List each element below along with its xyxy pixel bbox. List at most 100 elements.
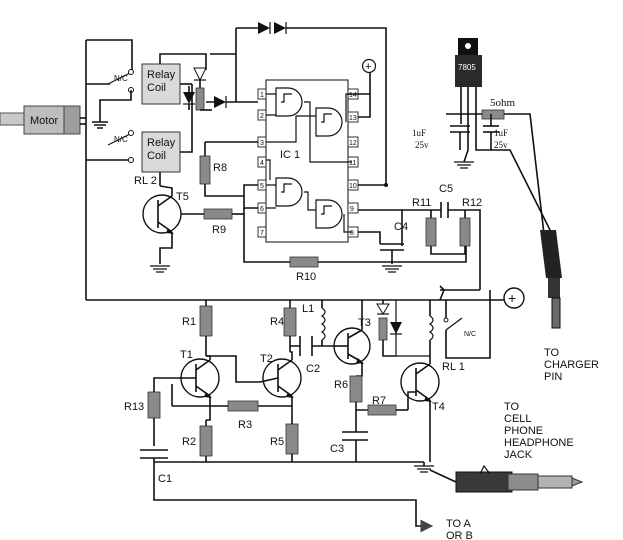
ic-pin-7: 7 (260, 230, 264, 237)
r9-label: R9 (212, 224, 226, 236)
relay-coil-2-text: Relay (147, 137, 176, 149)
phone-1: TO (504, 401, 520, 413)
relay-coil-1-text-line: Coil (147, 82, 166, 94)
ic-pins-right: 14 13 12 11 10 9 8 (347, 88, 359, 238)
c5: C5 (439, 183, 453, 218)
relay-coil-1: Relay Coil (141, 63, 181, 105)
ic-pin-14: 14 (349, 92, 357, 99)
r11: R11 (412, 197, 437, 247)
l1-label: L1 (302, 303, 314, 315)
nc-label-1: N/C (114, 74, 128, 83)
charger-plug: TO CHARGER PIN (540, 230, 599, 383)
phone-2: CELL (504, 413, 532, 425)
led-t3 (376, 300, 396, 357)
r4: R4 (270, 307, 297, 337)
r3-label: R3 (238, 419, 252, 431)
r10-label: R10 (296, 271, 316, 283)
motor: Motor (0, 105, 81, 135)
r2-label: R2 (182, 436, 196, 448)
ic1: IC 1 1 2 3 4 5 6 7 14 1 3 (257, 79, 359, 243)
ic-pin-12: 12 (349, 140, 357, 147)
relay-coil-2: Relay Coil (141, 131, 181, 173)
ic-pins-left: 1 2 3 4 5 6 7 (257, 88, 267, 238)
c3-label: C3 (330, 443, 344, 455)
nc-label-2: N/C (114, 135, 128, 144)
ic-pin-8: 8 (350, 230, 354, 237)
r13: R13 (124, 391, 161, 419)
t1-label: T1 (180, 349, 193, 361)
plus-mid-label: + (508, 290, 516, 306)
t5-transistor: T5 (142, 191, 189, 234)
t2-label: T2 (260, 353, 273, 365)
l1: L1 (302, 303, 326, 341)
relay-coil-2-text-line: Coil (147, 150, 166, 162)
c3: C3 (330, 431, 368, 455)
r7-label: R7 (372, 395, 386, 407)
ic-pin-4: 4 (260, 160, 264, 167)
c1-label: C1 (158, 473, 172, 485)
cap-right-2: 25v (494, 140, 508, 150)
r6: R6 (334, 375, 363, 403)
out-2: OR B (446, 530, 473, 540)
relay-contacts: N/C N/C (80, 39, 134, 300)
c4-label: C4 (394, 221, 408, 233)
phone-4: HEADPHONE (504, 437, 574, 449)
r2: R2 (182, 425, 213, 457)
r12: R12 (459, 197, 482, 247)
led-relay (193, 67, 212, 111)
ic-pin-1: 1 (260, 92, 264, 99)
ic-pin-6: 6 (260, 206, 264, 213)
t3-label: T3 (358, 317, 371, 329)
relay-coil-1-label: Relay Coil (147, 69, 178, 94)
cap-right-1: 1uF (494, 128, 508, 138)
nc-label-3: N/C (464, 331, 476, 338)
relay-coil-2-label: Relay Coil (147, 137, 178, 162)
cap-left: 1uF 25v (412, 125, 470, 150)
r3: R3 (227, 400, 259, 431)
cap-right: 1uF 25v (483, 125, 508, 150)
r13-label: R13 (124, 401, 144, 413)
charger-2: CHARGER (544, 359, 599, 371)
relay-coil-1-text: Relay (147, 69, 176, 81)
c1: C1 (140, 449, 172, 485)
phone-3: PHONE (504, 425, 543, 437)
r7: R7 (367, 395, 397, 416)
regulator-7805: 7805 (455, 38, 482, 114)
charger-3: PIN (544, 371, 562, 383)
ic-pin-2: 2 (260, 113, 264, 120)
top-diodes (210, 22, 387, 186)
r1-label: R1 (182, 316, 196, 328)
flyback-diode (183, 86, 195, 110)
charger-1: TO (544, 347, 560, 359)
c5-label: C5 (439, 183, 453, 195)
plus-top-label: + (365, 61, 371, 73)
r9: R9 (203, 208, 233, 236)
rl2-label: RL 2 (134, 175, 157, 187)
t2-transistor: T2 (260, 353, 302, 398)
r6-label: R6 (334, 379, 348, 391)
c2: C2 (299, 336, 320, 375)
r12-label: R12 (462, 197, 482, 209)
r8-label: R8 (213, 162, 227, 174)
r5: R5 (270, 423, 299, 455)
ic-pin-9: 9 (350, 206, 354, 213)
headphone-jack: TO CELL PHONE HEADPHONE JACK (429, 401, 584, 493)
ic-pin-11: 11 (349, 160, 356, 167)
cap-left-2: 25v (415, 140, 429, 150)
ic1-label: IC 1 (280, 149, 300, 161)
res-5ohm-label: 5ohm (490, 97, 516, 109)
regulator-label: 7805 (458, 63, 476, 72)
rl1-label: RL 1 (442, 361, 465, 373)
t5-label: T5 (176, 191, 189, 203)
plus-terminal-mid (503, 287, 525, 309)
r8: R8 (199, 155, 227, 185)
ic-pin-5: 5 (260, 183, 264, 190)
ic-pin-3: 3 (260, 140, 264, 147)
c2-label: C2 (306, 363, 320, 375)
ic-pin-10: 10 (349, 183, 357, 190)
rl1: RL 1 (390, 300, 465, 373)
rl1-contact: N/C (443, 300, 491, 359)
r1: R1 (182, 305, 213, 337)
